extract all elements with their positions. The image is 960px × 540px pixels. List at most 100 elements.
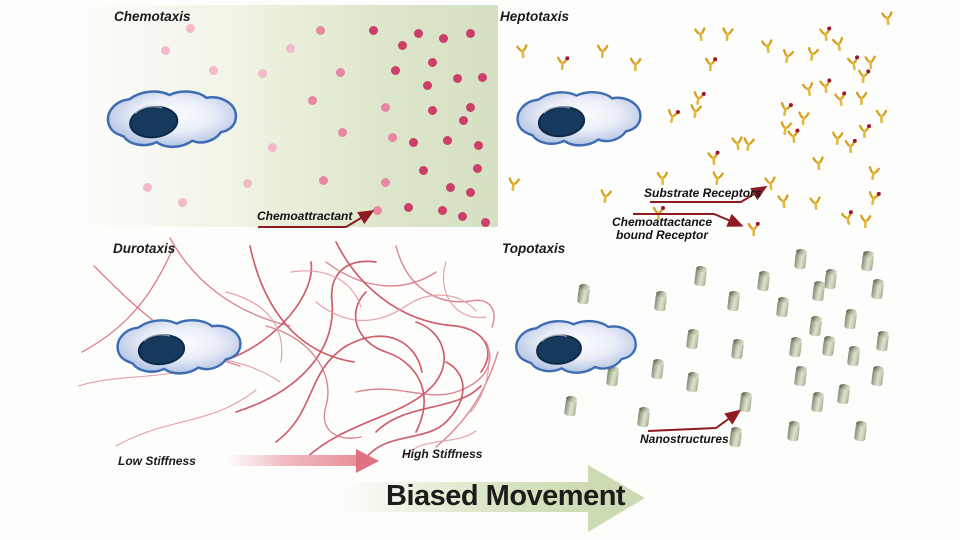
chemoattractant-dot: [177, 197, 187, 207]
substrate-receptor-icon: [808, 195, 822, 211]
substrate-receptor-icon: [875, 109, 888, 124]
chemoattractant-dot: [142, 182, 152, 192]
nanostructure-pillar-top: [777, 295, 789, 304]
nanostructure-pillar-top: [872, 277, 884, 286]
substrate-receptor-icon: [741, 136, 756, 152]
chemoattractant-dot: [403, 202, 413, 212]
nanostructure-pillar-top: [652, 357, 664, 366]
substrate-receptor-icon: [863, 55, 877, 70]
substrate-receptor-icon: [796, 110, 810, 126]
nanostructure-pillar-top: [565, 394, 577, 403]
nanostructure-pillar-top: [813, 279, 825, 288]
nanostructure-pillar: [843, 307, 857, 330]
chemoattractant-dot: [445, 182, 455, 192]
nanostructure-pillar-top: [655, 289, 667, 298]
nanostructure-pillar-top: [877, 329, 889, 338]
substrate-receptor-icon: [830, 36, 846, 52]
biased-movement-arrow-head: [588, 465, 645, 532]
substrate-receptor-icon: [830, 131, 844, 146]
topotaxis-title: Topotaxis: [502, 241, 566, 256]
substrate-receptor-icon: [811, 155, 825, 171]
nanostructure-pillar-top: [872, 364, 884, 373]
nanostructure-pillar: [563, 394, 577, 417]
nanostructure-pillar: [823, 267, 837, 290]
chemoattractant-dot: [242, 178, 252, 188]
chemoattractant-dot: [337, 127, 347, 137]
chemoattractant-label: Chemoattractant: [257, 209, 353, 223]
nanostructure-pillar: [875, 329, 889, 352]
nanostructure-pillar: [821, 334, 835, 357]
chemoattractant-dot: [380, 177, 390, 187]
nanostructure-pillar-top: [845, 307, 857, 316]
chemoattractant-dot: [452, 73, 462, 83]
nanostructure-pillar: [860, 249, 874, 272]
substrate-receptor-icon: [595, 44, 608, 59]
chemoattractant-dot: [413, 28, 423, 38]
chemoattractant-dot: [315, 25, 325, 35]
nanostructure-pillar: [726, 289, 740, 312]
chemoattractant-dot: [208, 65, 218, 75]
nanostructure-pillar: [730, 337, 744, 360]
substrate-receptor-icon: [655, 171, 668, 186]
nanostructure-pillar-top: [687, 370, 699, 379]
substrate-receptor-icon: [776, 193, 790, 209]
substrate-receptor-icon: [598, 188, 613, 204]
nanostructure-pillar: [810, 390, 824, 413]
chemoattractant-dot: [438, 33, 448, 43]
nanostructure-pillar: [870, 277, 884, 300]
bound-receptor-icon: [843, 138, 857, 154]
stiffness-arrow-body: [228, 455, 358, 466]
chemoattractant-dot: [408, 137, 418, 147]
bound-receptor-icon: [690, 90, 706, 106]
chemoattractant-dot: [427, 57, 437, 67]
nanostructure-pillar-top: [695, 264, 707, 273]
nanostructures-pointer-arrow: [647, 409, 742, 432]
bound-receptor-icon: [833, 91, 848, 107]
substrate-receptor-icon: [688, 103, 703, 119]
nanostructure-pillar-top: [838, 382, 850, 391]
chemoattractant-dot: [465, 28, 475, 38]
nanostructure-pillar: [793, 364, 807, 387]
bound-receptor-icon: [786, 128, 800, 144]
nanostructure-pillar-top: [687, 327, 699, 336]
nanostructure-pillar-top: [732, 337, 744, 346]
bound-receptor-icon: [555, 56, 569, 71]
bound-receptor-label: Chemoattactance bound Receptor: [611, 215, 713, 243]
bound-receptor-icon: [865, 190, 881, 206]
substrate-receptor-icon: [506, 176, 521, 192]
biased-movement-label: Biased Movement: [386, 480, 626, 512]
substrate-receptor-icon: [693, 26, 708, 42]
chemoattractant-dot: [285, 43, 295, 53]
nanostructure-pillar: [650, 357, 664, 380]
low-stiffness-label: Low Stiffness: [118, 454, 196, 468]
substrate-receptor-icon: [628, 57, 641, 72]
chemotaxis-title: Chemotaxis: [114, 9, 191, 24]
nanostructure-pillar: [786, 419, 800, 442]
chemoattractant-dot: [422, 80, 432, 90]
durotaxis-title: Durotaxis: [113, 241, 176, 256]
bound-receptor-icon: [703, 57, 717, 72]
nanostructure-pillar-top: [825, 267, 837, 276]
bound-receptor-icon: [856, 69, 870, 84]
chemoattractant-dot: [160, 45, 170, 55]
nanostructure-pillar: [808, 314, 822, 337]
bound-receptor-icon: [839, 210, 855, 226]
chemoattractant-dot: [480, 217, 490, 227]
nanostructure-pillar-top: [788, 419, 800, 428]
nanostructure-pillar-top: [740, 390, 752, 399]
chemoattractant-dot: [390, 65, 400, 75]
nanostructure-pillar-top: [848, 344, 860, 353]
nanostructures-label: Nanostructures: [640, 432, 729, 446]
substrate-receptor-icon: [880, 10, 895, 26]
substrate-receptor-icon: [515, 43, 530, 59]
chemoattractant-dot: [472, 163, 482, 173]
high-stiffness-label: High Stiffness: [402, 447, 483, 461]
nanostructure-pillar: [793, 247, 807, 270]
stiffness-arrow-head: [356, 449, 379, 473]
nanostructure-pillar: [870, 364, 884, 387]
bound-receptor-icon: [746, 221, 760, 237]
substrate-receptor-icon: [777, 120, 792, 136]
nanostructure-pillar-top: [638, 405, 650, 414]
substrate-receptor-icon: [760, 38, 775, 54]
